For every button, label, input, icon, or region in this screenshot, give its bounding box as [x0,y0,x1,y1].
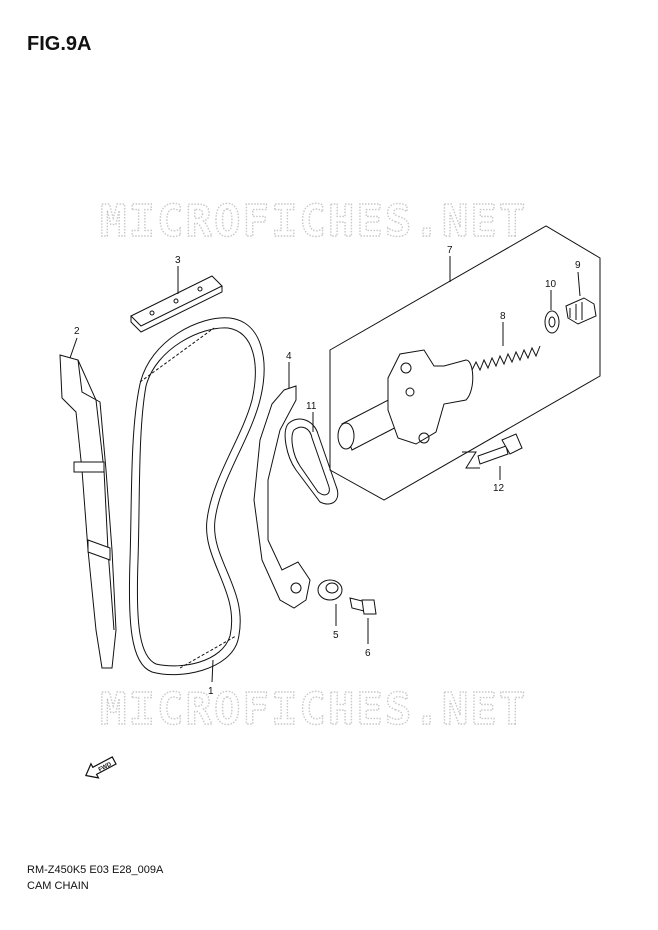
callout-11: 11 [306,401,317,412]
callout-2: 2 [74,326,80,337]
callout-9: 9 [575,260,581,271]
part-8-spring [471,345,541,372]
part-11-gasket [284,418,339,505]
diagram-name: CAM CHAIN [27,880,89,892]
part-1-cam-chain [128,317,265,676]
part-3-plate [130,275,223,333]
part-4-tensioner-arm [253,385,311,609]
figure-title: FIG.9A [27,33,92,55]
diagram-code: RM-Z450K5 E03 E28_009A [27,864,164,876]
tensioner-assembly-frame [329,225,601,501]
callout-6: 6 [365,648,371,659]
part-9-cap-bolt [565,297,597,325]
part-7-tensioner-body [337,349,480,469]
callout-10: 10 [545,279,557,290]
fwd-arrow-icon: FWD [85,756,117,779]
callout-12: 12 [493,483,505,494]
part-2-chain-guide [59,354,117,669]
part-5-bushing [317,579,343,601]
callout-3: 3 [175,255,181,266]
part-12-bolt [477,433,523,465]
part-6-bolt [349,597,377,615]
callout-4: 4 [286,351,292,362]
callout-1: 1 [208,686,214,697]
callout-5: 5 [333,630,339,641]
watermark-bottom: MICROFICHES.NET [100,684,527,735]
callout-7: 7 [447,245,453,256]
part-10-washer [544,310,560,334]
watermark-top: MICROFICHES.NET [100,196,527,247]
callout-8: 8 [500,311,506,322]
